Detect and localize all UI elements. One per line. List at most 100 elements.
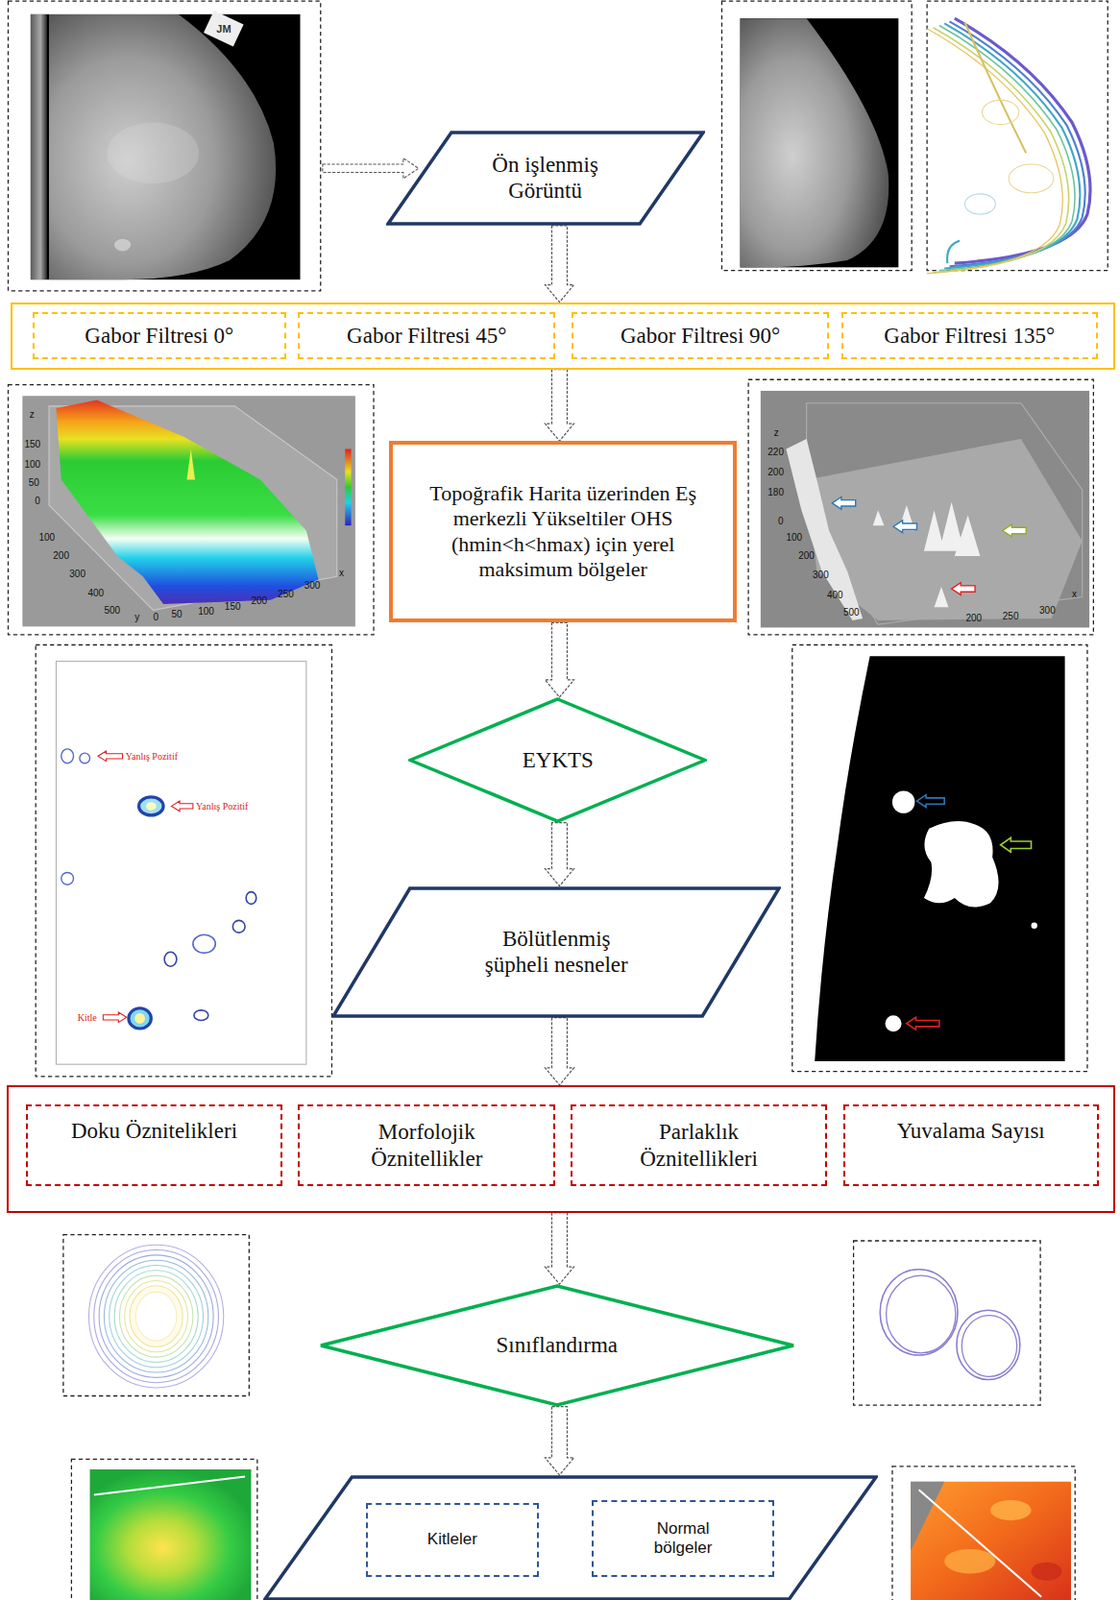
node-text: Morfolojik Öznitellikler xyxy=(350,1119,504,1172)
flow-arrow xyxy=(544,1407,574,1476)
node-text: Topoğrafik Harita üzerinden Eş merkezli … xyxy=(410,481,717,584)
concentric-contours-part xyxy=(103,1260,208,1373)
height-plot-part xyxy=(893,520,917,534)
parallelogram-outline xyxy=(386,130,706,226)
concentric-contours-part xyxy=(94,1250,220,1384)
segmentation-mask-part xyxy=(812,656,1066,1062)
filter-box: Gabor Filtresi 135° xyxy=(841,312,1098,360)
axis-tick: 0 xyxy=(34,496,41,507)
contour-detection-plot-part xyxy=(171,801,194,812)
height-plot-part xyxy=(748,379,1094,635)
axis-tick: 250 xyxy=(1002,611,1020,622)
height-plot-part xyxy=(760,390,1090,629)
contour-detection-plot-part xyxy=(97,751,123,762)
contour-detection-plot-part xyxy=(194,1010,209,1022)
filter-box: Gabor Filtresi 90° xyxy=(571,312,829,360)
mammogram-original-part xyxy=(203,10,244,47)
contour-detection-plot-part xyxy=(245,892,257,905)
node-text: Gabor Filtresi 135° xyxy=(883,322,1055,350)
class-box: Kitleler xyxy=(365,1503,540,1579)
node-text: Gabor Filtresi 0° xyxy=(84,322,234,350)
filter-box: Gabor Filtresi 45° xyxy=(297,312,556,360)
input-arrow xyxy=(322,158,419,179)
axis-tick: 400 xyxy=(87,588,104,599)
axis-tick: 300 xyxy=(304,581,321,591)
axis-tick: 220 xyxy=(767,447,784,458)
output-parallelogram: Kitleler Normal bölgeler xyxy=(263,1475,878,1600)
data-parallelogram: Bölütlenmiş şüpheli nesneler xyxy=(331,886,781,1019)
class-box: Normal bölgeler xyxy=(591,1500,774,1578)
normal-surface-part xyxy=(910,1482,1072,1600)
feature-box: Yuvalama Sayısı xyxy=(843,1104,1099,1187)
normal-surface-part xyxy=(1031,1562,1063,1582)
blob-outlines-part xyxy=(879,1269,958,1356)
contour-map-part xyxy=(949,21,1085,267)
contour-map-part xyxy=(926,28,1063,274)
height-plot-part xyxy=(873,502,981,557)
axis-tick: 100 xyxy=(38,533,55,543)
concentric-contours xyxy=(63,1235,249,1397)
axis-tick: 100 xyxy=(785,533,803,543)
mammogram-original-part xyxy=(107,122,200,185)
segmentation-mask-part xyxy=(1000,837,1032,853)
contour-map-part xyxy=(944,23,1080,268)
mass-surface-part xyxy=(71,1459,257,1600)
blob-outlines-part xyxy=(853,1241,1042,1406)
mammogram-preprocessed-part xyxy=(721,0,912,271)
axis-tick: 500 xyxy=(103,606,121,616)
contour-detection-plot-part xyxy=(139,797,165,816)
normal-surface-part xyxy=(910,1482,945,1552)
concentric-contours-part xyxy=(88,1244,223,1388)
contour-detection-plot-part xyxy=(146,802,157,811)
contour-detection-plot-part xyxy=(35,645,332,1077)
mammogram-original-part xyxy=(48,14,276,280)
annotation-label: Yanlış Pozitif xyxy=(195,802,248,812)
contour-detection-plot-part xyxy=(164,951,177,967)
concentric-contours-part xyxy=(129,1286,183,1348)
annotation-label: Yanlış Pozitif xyxy=(125,752,178,762)
surface-plot-part xyxy=(8,385,375,635)
mammogram-original-part xyxy=(30,14,301,280)
parallelogram-outline xyxy=(263,1475,878,1600)
axis-tick: 50 xyxy=(171,609,183,620)
segmentation-mask-part xyxy=(924,821,999,907)
axis-tick: 0 xyxy=(152,612,159,623)
feature-box: Doku Öznitelikleri xyxy=(25,1104,284,1187)
contour-map-part xyxy=(1008,164,1054,194)
height-plot-part xyxy=(934,586,950,608)
decision-diamond: EYKTS xyxy=(408,697,707,824)
contour-detection-plot-part xyxy=(61,872,74,885)
contour-detection-plot-part xyxy=(193,934,216,953)
feature-box: Parlaklık Öznitellikleri xyxy=(570,1104,828,1187)
segmentation-mask xyxy=(792,645,1088,1072)
surface-plot-part xyxy=(344,449,351,527)
node-text: Yuvalama Sayısı xyxy=(897,1118,1046,1145)
node-text: Kitleler xyxy=(427,1530,478,1550)
concentric-contours-part xyxy=(135,1291,177,1341)
height-plot-part xyxy=(785,438,863,621)
height-plot xyxy=(748,379,1094,635)
axis-tick: 300 xyxy=(69,569,86,580)
node-text: Sınıflandırma xyxy=(496,1332,618,1360)
flow-arrow xyxy=(544,1018,574,1086)
normal-surface xyxy=(892,1466,1075,1600)
contour-detection-plot-part xyxy=(128,1008,151,1029)
normal-surface-part xyxy=(944,1549,996,1575)
contour-detection-plot-part xyxy=(134,1013,146,1024)
axis-tick: x xyxy=(1071,589,1077,600)
segmentation-mask-part xyxy=(792,645,1088,1072)
contour-map-part xyxy=(982,99,1020,125)
contour-detection-plot xyxy=(35,645,332,1077)
contour-map-part xyxy=(926,0,1108,271)
axis-tick: 50 xyxy=(28,478,40,488)
parallelogram-outline xyxy=(331,886,781,1019)
segmentation-mask-part xyxy=(892,790,915,813)
feature-band: Doku Öznitelikleri Morfolojik Öznitellikl… xyxy=(6,1085,1115,1214)
mammogram-preprocessed-part xyxy=(740,18,890,268)
axis-tick: 250 xyxy=(277,589,294,600)
shape-outline xyxy=(320,1286,794,1406)
node-text: Doku Öznitelikleri xyxy=(71,1118,238,1145)
concentric-contours-part xyxy=(119,1275,194,1358)
axis-tick: 200 xyxy=(798,551,815,561)
